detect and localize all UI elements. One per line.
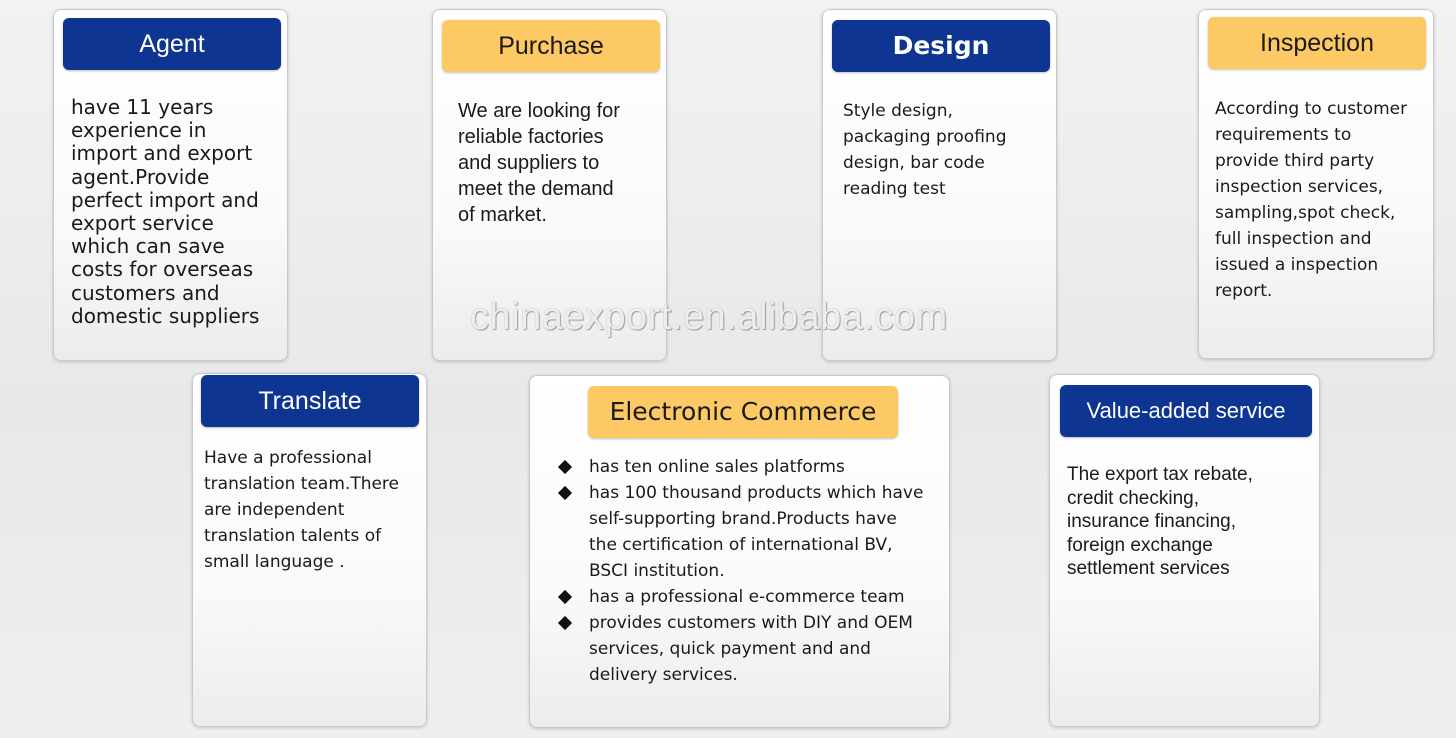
list-item: has a professional e-commerce team bbox=[555, 584, 945, 610]
ecommerce-title: Electronic Commerce bbox=[588, 386, 898, 438]
value-added-card: Value-added service The export tax rebat… bbox=[1049, 374, 1320, 727]
list-item-text: has a professional e-commerce team bbox=[589, 587, 905, 607]
diamond-bullet-icon bbox=[557, 485, 573, 501]
list-item-text: provides customers with DIY and OEM serv… bbox=[589, 613, 913, 685]
translate-description: Have a professional translation team.The… bbox=[204, 448, 400, 572]
inspection-card: Inspection According to customer require… bbox=[1198, 9, 1434, 359]
translate-card: Translate Have a professional translatio… bbox=[192, 373, 427, 727]
design-description: Style design, packaging proofing design,… bbox=[843, 101, 1007, 199]
ecommerce-card: Electronic Commerce has ten online sales… bbox=[529, 375, 950, 728]
list-item-text: has ten online sales platforms bbox=[589, 457, 845, 477]
purchase-card: Purchase We are looking for reliable fac… bbox=[432, 9, 667, 361]
diamond-bullet-icon bbox=[557, 615, 573, 631]
list-item: has ten online sales platforms bbox=[555, 454, 945, 480]
list-item: has 100 thousand products which have sel… bbox=[555, 480, 945, 584]
inspection-description: According to customer requirements to pr… bbox=[1215, 99, 1408, 301]
purchase-description: We are looking for reliable factories an… bbox=[458, 100, 620, 226]
list-item: provides customers with DIY and OEM serv… bbox=[555, 610, 945, 688]
list-item-text: has 100 thousand products which have sel… bbox=[589, 483, 924, 581]
diamond-bullet-icon bbox=[557, 589, 573, 605]
purchase-title: Purchase bbox=[442, 20, 660, 72]
diamond-bullet-icon bbox=[557, 459, 573, 475]
design-title: Design bbox=[832, 20, 1050, 72]
ecommerce-list: has ten online sales platforms has 100 t… bbox=[555, 454, 945, 688]
design-card: Design Style design, packaging proofing … bbox=[822, 9, 1057, 361]
inspection-title: Inspection bbox=[1208, 17, 1426, 69]
translate-title: Translate bbox=[201, 375, 419, 427]
watermark-text: chinaexport.en.alibaba.com bbox=[470, 296, 948, 338]
value-added-title: Value-added service bbox=[1060, 385, 1312, 437]
agent-title: Agent bbox=[63, 18, 281, 70]
value-added-description: The export tax rebate, credit checking, … bbox=[1067, 464, 1253, 579]
agent-description: have 11 years experience in import and e… bbox=[71, 95, 260, 328]
agent-card: Agent have 11 years experience in import… bbox=[53, 9, 288, 361]
